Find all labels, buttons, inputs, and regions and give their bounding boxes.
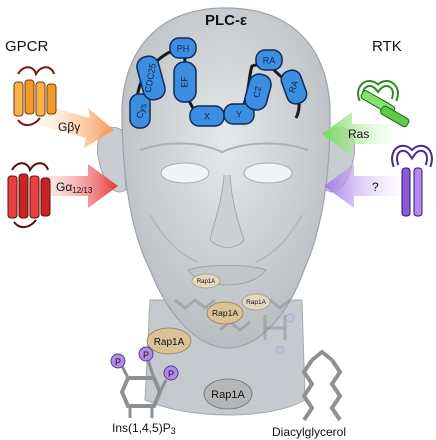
rtk-purple-icon (391, 144, 433, 217)
gpcr-orange-icon (13, 66, 57, 126)
domain-c2-label: C2 (251, 85, 263, 98)
rap1a-left: Rap1A (146, 327, 192, 355)
brow (139, 142, 309, 154)
rap1a-left-label: Rap1A (154, 337, 185, 348)
phosphate-3: P (163, 365, 179, 381)
domain-ef: EF (173, 61, 197, 103)
dag-molecule (301, 349, 343, 422)
rap1a-bottom: Rap1A (203, 378, 253, 410)
head-illustration (96, 7, 356, 416)
galpha-arrow: Gα12/13 (34, 164, 118, 208)
domain-ra2-label: RA (287, 79, 301, 94)
domain-cys: Cys (129, 93, 151, 129)
gbg-arrow: Gβγ (36, 104, 114, 148)
domain-y-label: Y (236, 109, 242, 119)
phosphate-1: P (110, 353, 126, 369)
domain-ph: PH (169, 37, 197, 59)
domain-ef-label: EF (179, 76, 189, 88)
rap1a-bottom-label: Rap1A (211, 389, 245, 401)
plc-epsilon-protein: Cys CDC25 PH EF X Y C2 RA (129, 37, 308, 129)
rap1a-small-1: Rap1A (191, 273, 221, 289)
nose (209, 174, 245, 248)
domain-cdc25: CDC25 (136, 55, 166, 101)
left-cheek (149, 214, 199, 263)
domain-ra2: RA (280, 69, 308, 105)
galpha-sub: 12/13 (72, 186, 93, 195)
left-eye (160, 162, 210, 184)
ip3-sub: 3 (171, 426, 176, 436)
domain-ra1-label: RA (263, 55, 276, 65)
ip3-prefix: Ins(1,4,5)P (112, 421, 171, 435)
ras-arrow: Ras (322, 112, 396, 156)
rap1a-mid-label: Rap1A (212, 308, 238, 318)
rap1a-small-2-label: Rap1A (246, 299, 267, 306)
ras-label: Ras (348, 127, 369, 141)
galpha-main: Gα (56, 180, 72, 194)
faint-molecules (174, 298, 295, 355)
domain-ph-label: PH (177, 43, 190, 53)
gpcr-heading: GPCR (5, 38, 49, 55)
gbg-label: Gβγ (58, 120, 80, 134)
dag-label: Diacylglycerol (272, 425, 346, 439)
galpha-label: Gα12/13 (56, 180, 93, 195)
rap1a-mid: Rap1A (206, 301, 244, 325)
ip3-molecule: P P P (110, 346, 179, 418)
domain-x: X (189, 105, 225, 127)
unknown-label: ? (372, 180, 379, 194)
domain-x-label: X (204, 111, 210, 121)
domain-y: Y (223, 103, 255, 125)
rtk-heading: RTK (372, 38, 402, 55)
gpcr-red-icon (7, 162, 51, 228)
domain-ra1: RA (255, 49, 283, 71)
unknown-arrow: ? (324, 164, 400, 208)
phosphate-2: P (138, 346, 154, 362)
rtk-green-icon (357, 80, 410, 128)
domain-c2: C2 (244, 73, 272, 111)
right-cheek (255, 214, 303, 263)
rap1a-small-1-label: Rap1A (197, 279, 215, 285)
right-eye (243, 162, 293, 184)
phosphate-1-label: P (115, 357, 121, 367)
phosphate-3-label: P (168, 369, 174, 379)
ip3-label: Ins(1,4,5)P3 (112, 421, 176, 436)
page-title: PLC-ε (205, 12, 247, 29)
phosphate-2-label: P (143, 350, 149, 360)
rap1a-small-2: Rap1A (241, 293, 271, 311)
